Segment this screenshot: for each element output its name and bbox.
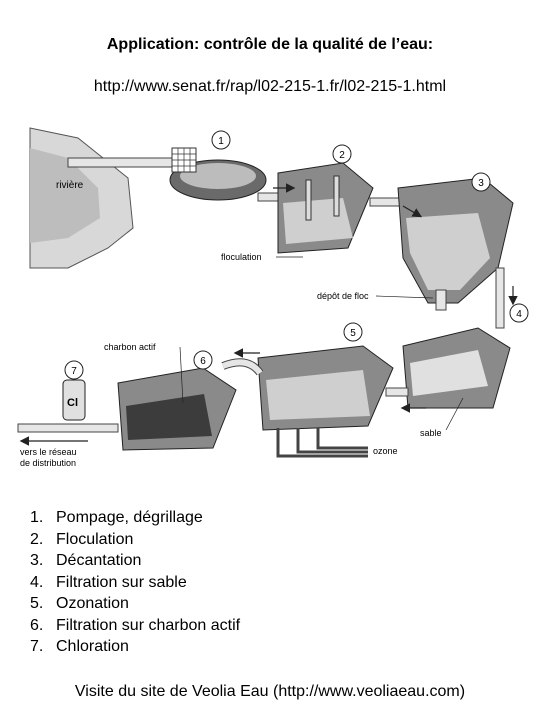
floc-drain bbox=[435, 289, 447, 311]
label-riviere: rivière bbox=[56, 180, 84, 191]
list-item: 5.Ozonation bbox=[30, 595, 129, 612]
label-charbon-actif: charbon actif bbox=[104, 342, 156, 352]
water-treatment-diagram: rivière floculation dépôt de floc sable … bbox=[17, 127, 529, 468]
step-marker-4: 4 bbox=[509, 303, 529, 323]
svg-text:2: 2 bbox=[339, 150, 345, 161]
step-marker-2: 2 bbox=[332, 144, 352, 164]
river-water bbox=[30, 148, 100, 243]
list-item: 1.Pompage, dégrillage bbox=[30, 509, 203, 526]
list-item: 6.Filtration sur charbon actif bbox=[30, 616, 241, 634]
footer-credit[interactable]: Visite du site de Veolia Eau (http://www… bbox=[74, 683, 466, 700]
decant-tank-water bbox=[406, 213, 490, 290]
svg-text:3: 3 bbox=[478, 178, 484, 189]
label-floculation: floculation bbox=[221, 252, 262, 262]
svg-text:1: 1 bbox=[218, 136, 224, 147]
source-url[interactable]: http://www.senat.fr/rap/l02-215-1.fr/l02… bbox=[93, 78, 447, 95]
label-reseau-1: vers le réseau bbox=[20, 447, 77, 457]
step-list: 1.Pompage, dégrillage 2.Floculation 3.Dé… bbox=[30, 507, 240, 658]
floc-stirrer-1 bbox=[305, 179, 312, 221]
page-title: Application: contrôle de la qualité de l… bbox=[106, 36, 434, 53]
pipe-3-4 bbox=[495, 267, 505, 329]
leader-charbon-actif bbox=[179, 346, 184, 404]
list-item: 4.Filtration sur sable bbox=[30, 573, 187, 591]
pipe-2-3 bbox=[369, 197, 401, 207]
label-chlore: Cl bbox=[67, 397, 78, 409]
step-marker-7: 7 bbox=[64, 360, 84, 380]
step-marker-6: 6 bbox=[193, 350, 213, 370]
pipe-4-5 bbox=[385, 387, 409, 397]
label-sable: sable bbox=[420, 428, 442, 438]
svg-text:7: 7 bbox=[71, 366, 77, 377]
floc-tank-water bbox=[283, 198, 353, 244]
svg-text:5: 5 bbox=[350, 328, 356, 339]
pipe-5-6-inner bbox=[221, 359, 263, 375]
leader-depot-floc bbox=[375, 295, 434, 299]
chlorine-tank bbox=[62, 379, 86, 421]
ozone-tank-water bbox=[266, 370, 370, 420]
step-marker-1: 1 bbox=[211, 130, 231, 150]
list-item: 3.Décantation bbox=[30, 552, 142, 569]
carbon-layer bbox=[126, 394, 212, 440]
step-marker-5: 5 bbox=[343, 322, 363, 342]
list-item: 7.Chloration bbox=[30, 638, 129, 655]
screen-grid-lines bbox=[172, 148, 196, 172]
ozone-pipes bbox=[276, 428, 368, 458]
intake-pipe bbox=[67, 157, 189, 168]
leader-sable bbox=[445, 397, 464, 431]
floc-stirrer-2 bbox=[333, 175, 340, 217]
step-marker-3: 3 bbox=[471, 172, 491, 192]
list-item: 2.Floculation bbox=[30, 530, 134, 548]
label-depot-floc: dépôt de floc bbox=[317, 291, 369, 301]
svg-text:6: 6 bbox=[200, 356, 206, 367]
svg-text:4: 4 bbox=[516, 309, 522, 320]
flow-arrow-b bbox=[402, 205, 423, 218]
sand-layer bbox=[410, 350, 488, 396]
distribution-pipe bbox=[17, 423, 119, 433]
pump-basin-water bbox=[180, 163, 256, 189]
label-ozone: ozone bbox=[373, 446, 398, 456]
label-reseau-2: de distribution bbox=[20, 458, 76, 468]
